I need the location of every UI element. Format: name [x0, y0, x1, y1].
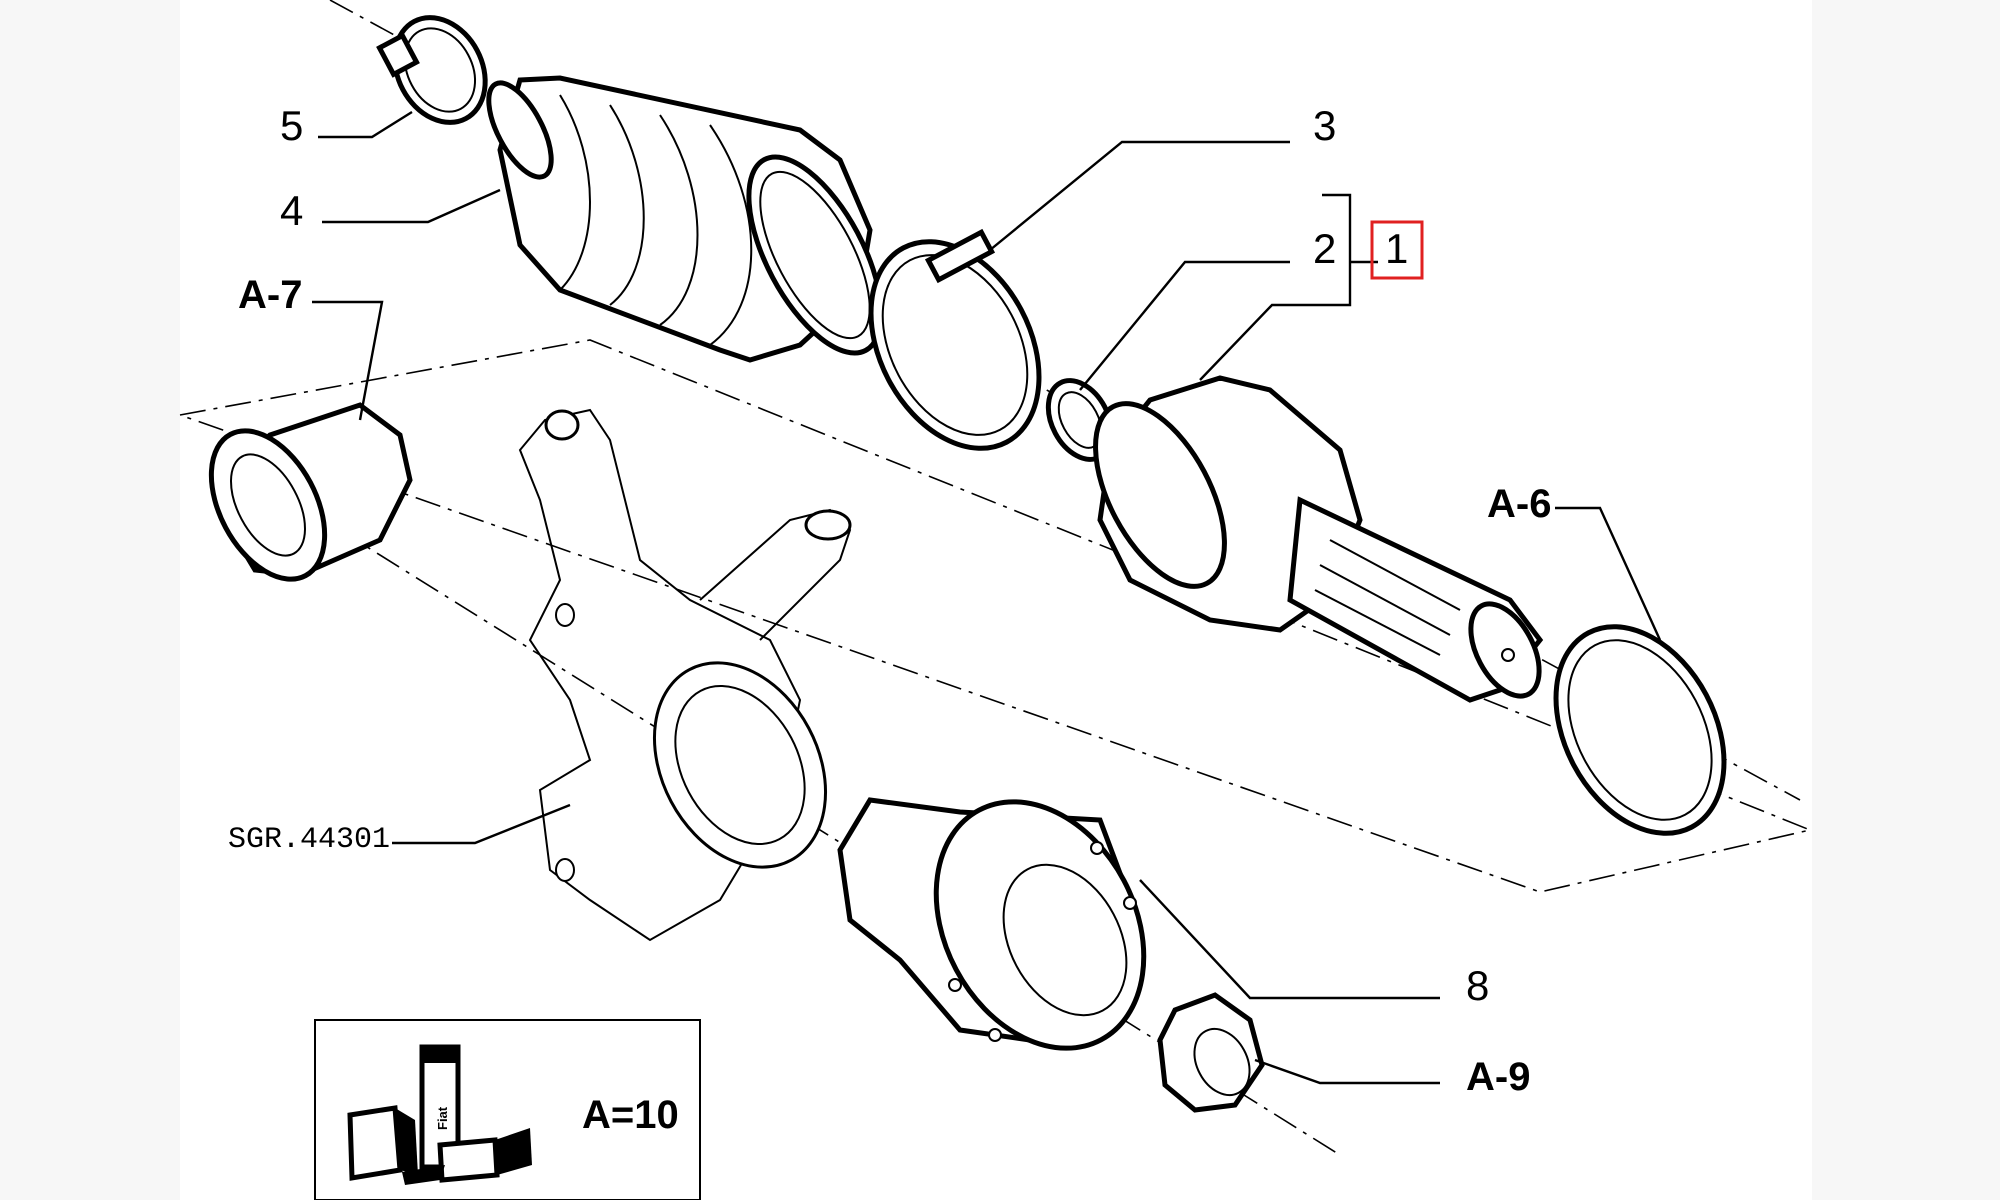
assembly-outline — [176, 339, 1813, 893]
callout-4: 4 — [280, 187, 303, 234]
callout-2: 2 — [1313, 225, 1336, 272]
leader-2 — [1079, 260, 1290, 391]
callout-1: 1 — [1385, 225, 1408, 272]
legend-text: A=10 — [582, 1093, 679, 1137]
callout-5: 5 — [280, 102, 303, 149]
boot-part-4 — [486, 75, 884, 363]
callout-3: 3 — [1313, 102, 1336, 149]
callout-8: 8 — [1466, 962, 1489, 1009]
grease-can-label: Fiat — [435, 1106, 450, 1130]
leader-a6 — [1555, 506, 1662, 641]
clamp-ring-part-3 — [868, 228, 1042, 451]
leader-a7 — [312, 300, 384, 421]
hub-part-8 — [837, 797, 1147, 1051]
clamp-part-5 — [376, 15, 488, 125]
legend-box: Fiat A=10 — [314, 1019, 701, 1200]
leader-5 — [318, 110, 413, 139]
callout-sgr: SGR.44301 — [228, 823, 390, 857]
leader-a9 — [1254, 1058, 1440, 1085]
leader-3 — [989, 140, 1290, 251]
callout-a6: A-6 — [1487, 482, 1551, 526]
cv-joint-part-1 — [1093, 375, 1544, 703]
left-margin — [0, 0, 180, 1200]
callout-a7: A-7 — [238, 273, 302, 317]
box-icon-left — [347, 1105, 403, 1181]
callout-a9: A-9 — [1466, 1055, 1530, 1099]
leader-4 — [322, 188, 501, 224]
leader-1 — [1199, 193, 1352, 381]
o-ring-part-a6 — [1553, 624, 1727, 836]
right-margin — [1812, 0, 2000, 1200]
nut-part-a9 — [1157, 992, 1265, 1113]
highlight-box — [1370, 220, 1424, 280]
bearing-part-a7 — [208, 402, 413, 582]
leader-sgr — [392, 803, 571, 845]
box-icon-right — [437, 1137, 500, 1183]
steering-knuckle — [518, 408, 852, 942]
leader-8 — [1139, 879, 1440, 1000]
